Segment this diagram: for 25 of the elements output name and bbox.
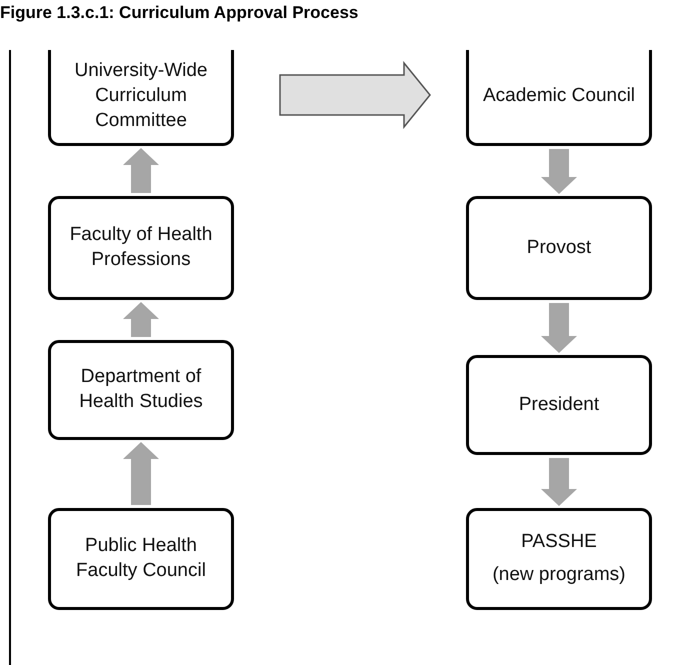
process-box	[48, 50, 234, 146]
block-arrow	[123, 442, 159, 505]
process-box	[48, 340, 234, 440]
box-label: Department of Health Studies	[78, 365, 204, 414]
process-box	[466, 196, 652, 300]
process-box	[466, 508, 652, 610]
block-arrow	[541, 303, 577, 353]
box-label: President	[518, 392, 600, 417]
figure-title: Figure 1.3.c.1: Curriculum Approval Process	[0, 3, 358, 23]
box-label: Public Health Faculty Council	[75, 534, 207, 583]
process-box	[466, 50, 652, 146]
block-arrow	[123, 302, 159, 337]
block-arrow	[541, 458, 577, 506]
process-box	[466, 355, 652, 455]
box-label: Provost	[526, 236, 592, 260]
block-arrow	[123, 148, 159, 193]
block-arrow	[279, 60, 431, 130]
box-label: (new programs)	[492, 563, 626, 587]
box-label: Academic Council	[482, 84, 636, 108]
process-box	[48, 508, 234, 610]
box-label: University-Wide Curriculum Committee	[73, 59, 209, 133]
process-box	[48, 196, 234, 300]
block-arrow	[541, 149, 577, 194]
box-label: PASSHE	[521, 530, 597, 554]
box-label: Faculty of Health Professions	[68, 223, 214, 272]
